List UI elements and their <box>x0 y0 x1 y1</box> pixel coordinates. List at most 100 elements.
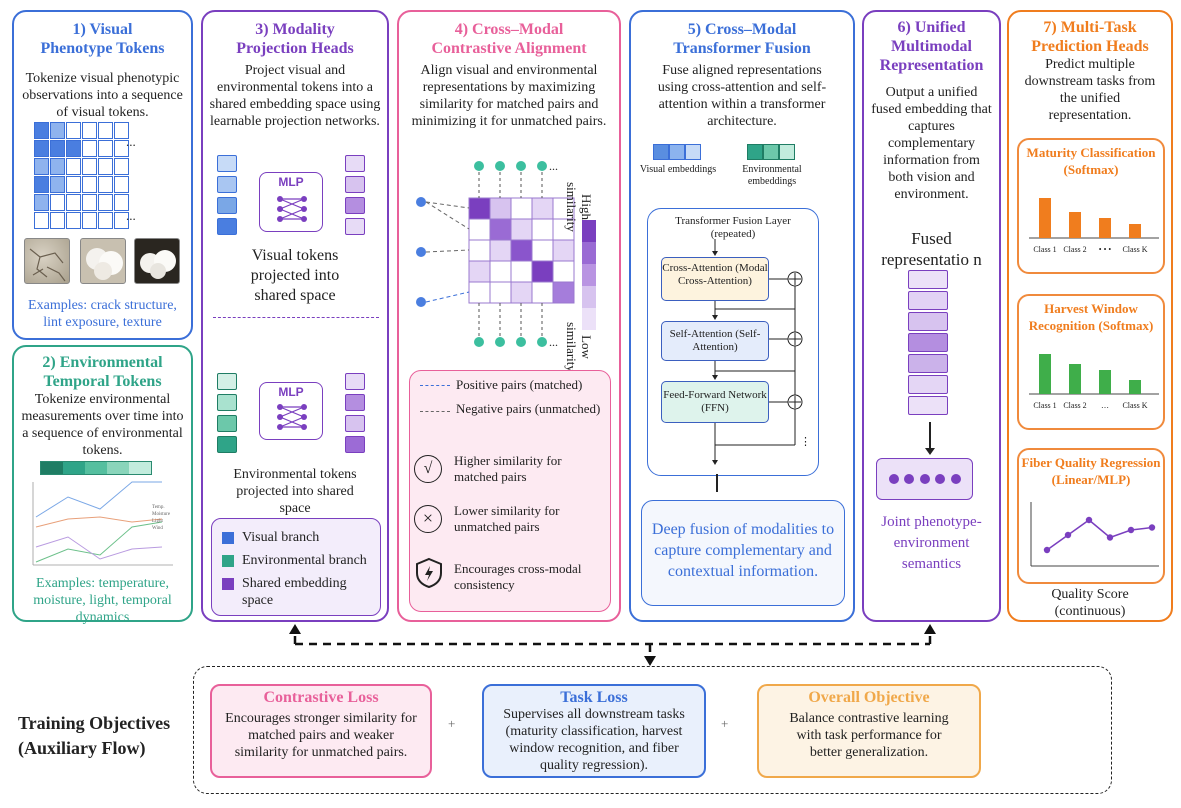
visual-token <box>34 194 49 211</box>
similarity-cell <box>552 281 575 304</box>
check-icon: √ <box>414 455 442 483</box>
panel-contrastive-alignment: 4) Cross–Modal Contrastive Alignment Ali… <box>397 10 621 622</box>
visual-token <box>98 122 113 139</box>
environmental-node <box>495 337 505 347</box>
environmental-timeseries-chart <box>28 477 178 572</box>
data-point <box>1064 531 1072 539</box>
quality-score-label: Quality Score (continuous) <box>1051 587 1129 619</box>
visual-token <box>50 212 65 229</box>
visual-branch-swatch <box>222 531 234 544</box>
cross-attention-label: Cross-Attention (Modal Cross-Attention) <box>662 262 768 287</box>
projected-token <box>345 155 365 172</box>
similarity-cell <box>489 281 512 304</box>
visual-node <box>416 297 426 307</box>
fused-embedding-cell <box>908 354 948 373</box>
visual-token <box>34 140 49 157</box>
bar <box>1099 218 1111 238</box>
visual-token <box>114 158 129 175</box>
environmental-token <box>217 373 237 390</box>
similarity-cell <box>489 260 512 283</box>
similarity-cell <box>552 260 575 283</box>
environmental-token <box>217 415 237 432</box>
panel-description: Tokenize visual phenotypic observations … <box>22 71 183 120</box>
panel-title: 7) Multi-Task Prediction Heads <box>1031 19 1149 55</box>
visual-token <box>98 194 113 211</box>
visual-token <box>50 158 65 175</box>
crack-structure-image <box>24 238 70 284</box>
tick-label: Class K <box>1122 245 1147 254</box>
bar <box>1129 380 1141 394</box>
maturity-head: Maturity Classification (Softmax) Class … <box>1017 138 1165 274</box>
similarity-matrix: ...... <box>399 152 623 372</box>
visual-caption: Visual tokens projected into shared spac… <box>250 247 340 304</box>
bar <box>1069 364 1081 394</box>
visual-token <box>34 176 49 193</box>
projected-token <box>345 394 365 411</box>
environmental-embeddings-label: Environmental embeddings <box>742 164 802 187</box>
branch-legend: Visual branch Environmental branch Share… <box>211 518 381 616</box>
data-point <box>1043 546 1051 554</box>
legend-light: Light <box>152 519 163 524</box>
plus-sign: + <box>448 716 456 731</box>
ellipsis: ... <box>126 134 136 149</box>
similarity-cell <box>510 218 533 241</box>
fused-representation-label: Fused representatio n <box>881 229 982 269</box>
arrowhead <box>925 448 935 455</box>
similarity-cell <box>510 239 533 262</box>
legend-positive: Positive pairs (matched) <box>456 377 583 392</box>
visual-token <box>82 122 97 139</box>
visual-token <box>98 212 113 229</box>
fusion-summary: Deep fusion of modalities to capture com… <box>641 500 845 606</box>
transformer-fusion-layer: Transformer Fusion Layer (repeated) Cros… <box>647 208 819 476</box>
visual-token <box>66 140 81 157</box>
examples-text: Examples: temperature, moisture, light, … <box>33 576 172 625</box>
similarity-scale-segment <box>582 220 596 242</box>
task-loss-box: Task Loss Supervises all downstream task… <box>482 684 706 778</box>
visual-token <box>98 176 113 193</box>
fiber-quality-line-chart <box>1030 502 1159 567</box>
visual-token <box>82 140 97 157</box>
visual-token <box>50 140 65 157</box>
visual-token <box>66 122 81 139</box>
visual-token <box>114 176 129 193</box>
overall-objective-box: Overall Objective Balance contrastive le… <box>757 684 981 778</box>
panel-unified-representation: 6) Unified Multimodal Representation Out… <box>862 10 1001 622</box>
legend-temp: Temp. <box>152 505 165 510</box>
harvest-title: Harvest Window Recognition (Softmax) <box>1028 301 1154 333</box>
similarity-cell <box>489 197 512 220</box>
ellipsis: ... <box>549 335 558 349</box>
joint-semantics-text: Joint phenotype-environment semantics <box>881 514 982 572</box>
environmental-node <box>474 337 484 347</box>
cross-icon: × <box>414 505 442 533</box>
mlp-icon-environmental: MLP <box>259 382 323 440</box>
similarity-cell <box>510 260 533 283</box>
projected-token <box>345 176 365 193</box>
ffn-block: Feed-Forward Network (FFN) <box>661 381 769 423</box>
visual-token <box>217 218 237 235</box>
similarity-scale-segment <box>582 264 596 286</box>
high-similarity-label: High similarity <box>564 182 594 232</box>
mlp-icon-visual: MLP <box>259 172 323 232</box>
legend-shared: Shared embedding space <box>242 576 347 608</box>
panel-title: 3) Modality Projection Heads <box>236 21 354 57</box>
similarity-cell <box>531 197 554 220</box>
cross-attention-block: Cross-Attention (Modal Cross-Attention) <box>661 257 769 301</box>
visual-embedding-row <box>653 144 701 160</box>
similarity-cell <box>468 239 491 262</box>
task-loss-title: Task Loss <box>560 689 628 706</box>
visual-token <box>66 212 81 229</box>
ellipsis: ... <box>549 159 558 173</box>
shared-space-swatch <box>222 578 234 590</box>
bar <box>1129 224 1141 238</box>
visual-token <box>50 176 65 193</box>
visual-token <box>66 158 81 175</box>
tick-label: Class K <box>1122 401 1147 410</box>
vertical-ellipsis: ⋮ <box>800 436 811 448</box>
similarity-cell <box>468 218 491 241</box>
texture-image <box>134 238 180 284</box>
visual-token <box>34 122 49 139</box>
visual-token <box>66 176 81 193</box>
contrastive-legend: Positive pairs (matched) Negative pairs … <box>409 370 611 612</box>
bar <box>1099 370 1111 394</box>
